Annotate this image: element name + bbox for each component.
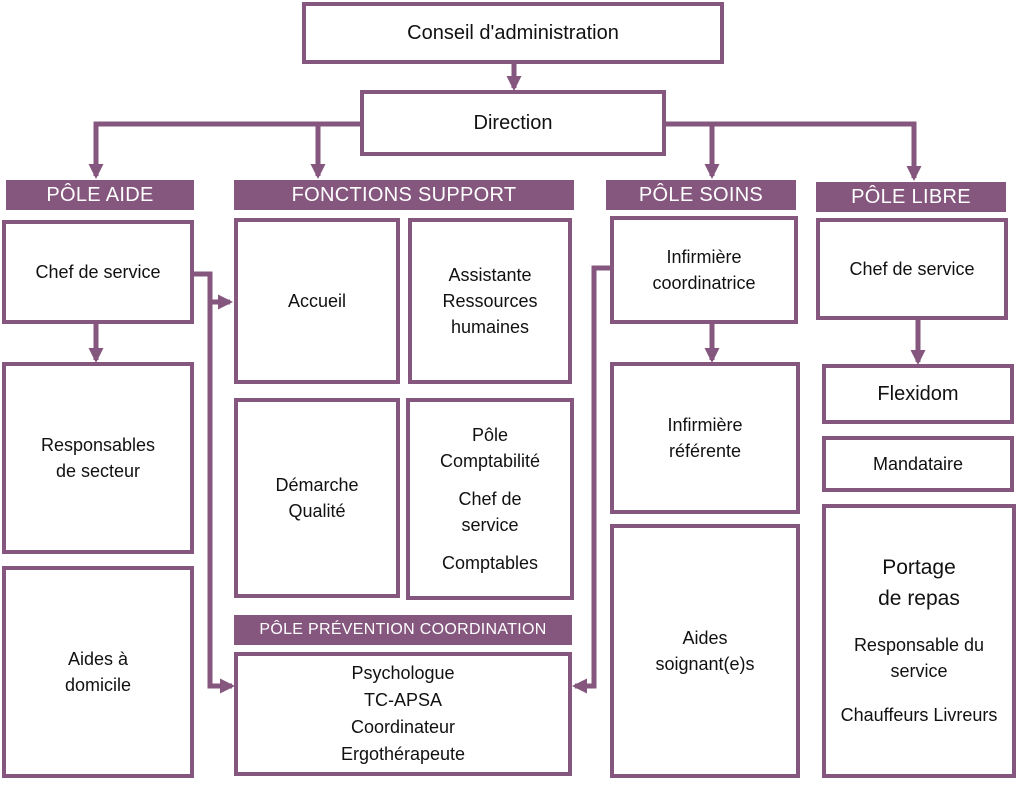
libre-flexidom-box: Flexidom [822,364,1014,424]
arrow-direction-aide [88,121,362,179]
header-pole-soins: PÔLE SOINS [606,180,796,210]
libre-mandataire-label: Mandataire [872,453,964,474]
aide-chef-box: Chef de service [2,220,194,324]
libre-flexidom-label: Flexidom [877,382,959,405]
support-rh-box: Assistante Ressources humaines [408,218,572,384]
libre-portage-chauffeurs: Chauffeurs Livreurs [840,705,998,726]
support-accueil-box: Accueil [234,218,400,384]
arrow-aide-chef-prevention [207,302,235,694]
support-compta-title: Pôle Comptabilité [439,424,541,471]
libre-chef-label: Chef de service [849,258,975,279]
aide-aides-box: Aides à domicile [2,566,194,778]
support-accueil-label: Accueil [287,290,347,311]
libre-portage-box: Portage de repas Responsable du service … [822,504,1016,778]
support-compta-chef: Chef de service [458,488,522,536]
arrow-aide-chef-accueil [192,271,233,310]
support-compta-comptables: Comptables [441,553,539,574]
prevention-staff-label: Psychologue TC-APSA Coordinateur Ergothé… [340,663,466,764]
libre-portage-resp: Responsable du service [853,635,985,682]
support-qualite-label: Démarche Qualité [275,474,359,521]
prevention-box: Psychologue TC-APSA Coordinateur Ergothé… [234,652,572,776]
arrow-direction-soins [666,121,922,181]
direction-label: Direction [473,111,553,134]
aide-resp-box: Responsables de secteur [2,362,194,554]
arrow-soins-coord-prevention [572,265,610,694]
libre-portage-title: Portage de repas [878,556,960,610]
aide-aides-label: Aides à domicile [64,648,132,695]
board-label: Conseil d'administration [407,21,619,44]
soins-coord-box: Infirmière coordinatrice [610,216,798,324]
header-pole-libre: PÔLE LIBRE [816,182,1006,212]
soins-coord-label: Infirmière coordinatrice [652,246,756,293]
support-compta-box: Pôle Comptabilité Chef de service Compta… [406,398,574,600]
support-rh-label: Assistante Ressources humaines [442,264,538,338]
aide-resp-label: Responsables de secteur [40,434,156,481]
soins-ref-label: Infirmière référente [667,414,743,461]
header-fonctions-support: FONCTIONS SUPPORT [234,180,574,210]
aide-chef-label: Chef de service [35,261,161,282]
header-pole-aide: PÔLE AIDE [6,180,194,210]
libre-mandataire-box: Mandataire [822,436,1014,492]
header-pole-prevention: PÔLE PRÉVENTION COORDINATION [234,615,572,645]
direction-box: Direction [360,90,666,156]
soins-aides-box: Aides soignant(e)s [610,524,800,778]
soins-aides-label: Aides soignant(e)s [655,627,755,674]
soins-ref-box: Infirmière référente [610,362,800,514]
board-box: Conseil d'administration [302,2,724,64]
libre-chef-box: Chef de service [816,218,1008,320]
support-qualite-box: Démarche Qualité [234,398,400,598]
